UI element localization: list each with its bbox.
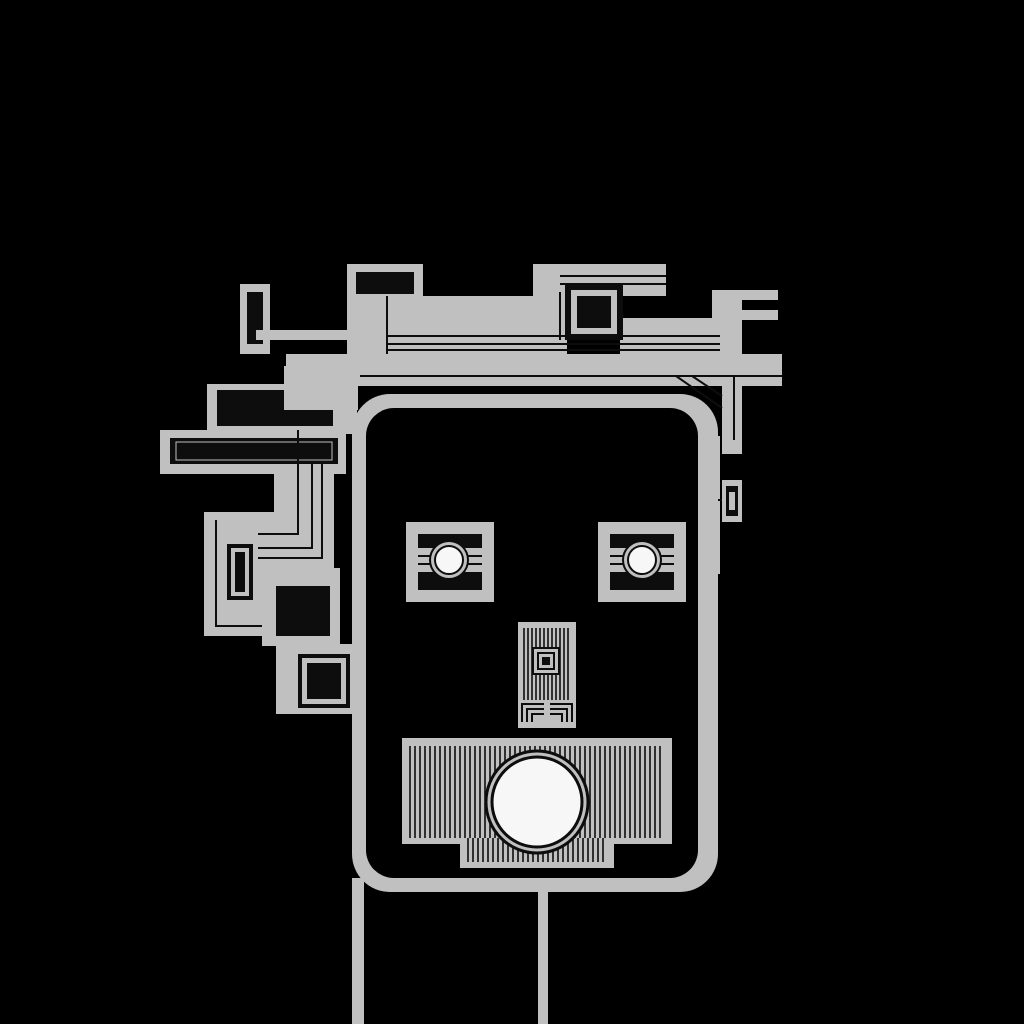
top-bus [347, 296, 567, 356]
left-tower-traces [215, 430, 323, 627]
mouth-core [490, 755, 584, 849]
neck-right-line [538, 888, 548, 1024]
square-chip [577, 296, 611, 328]
nose-square-inner [542, 657, 550, 665]
neck-left-line [352, 878, 364, 1024]
diagonal-traces [675, 375, 735, 440]
left-tower-square [276, 586, 330, 636]
trace-neck-icon [352, 878, 548, 1024]
grille-mouth-icon [402, 738, 672, 868]
circuit-pad-eye-icon [406, 522, 686, 602]
right-eye-pupil [627, 545, 657, 575]
left-wing-bar-inner [175, 441, 333, 461]
top-chip [356, 272, 414, 294]
left-stub-link [256, 330, 356, 340]
left-tower-right [274, 474, 334, 572]
right-bar [286, 354, 782, 386]
right-side-chip-inner [729, 492, 735, 510]
left-wing-link [284, 366, 358, 410]
left-eye-pupil [434, 545, 464, 575]
right-top-notch [722, 300, 778, 310]
circuit-trace-hair-icon [160, 264, 782, 714]
left-tower-chip [235, 552, 245, 592]
chip-nose-icon [518, 622, 576, 728]
bus-traces [386, 275, 720, 354]
left-lower-stem [276, 646, 288, 714]
left-lower-chip [307, 663, 341, 699]
left-tower-cut [204, 474, 274, 512]
nose-bottom-corners [521, 703, 573, 722]
